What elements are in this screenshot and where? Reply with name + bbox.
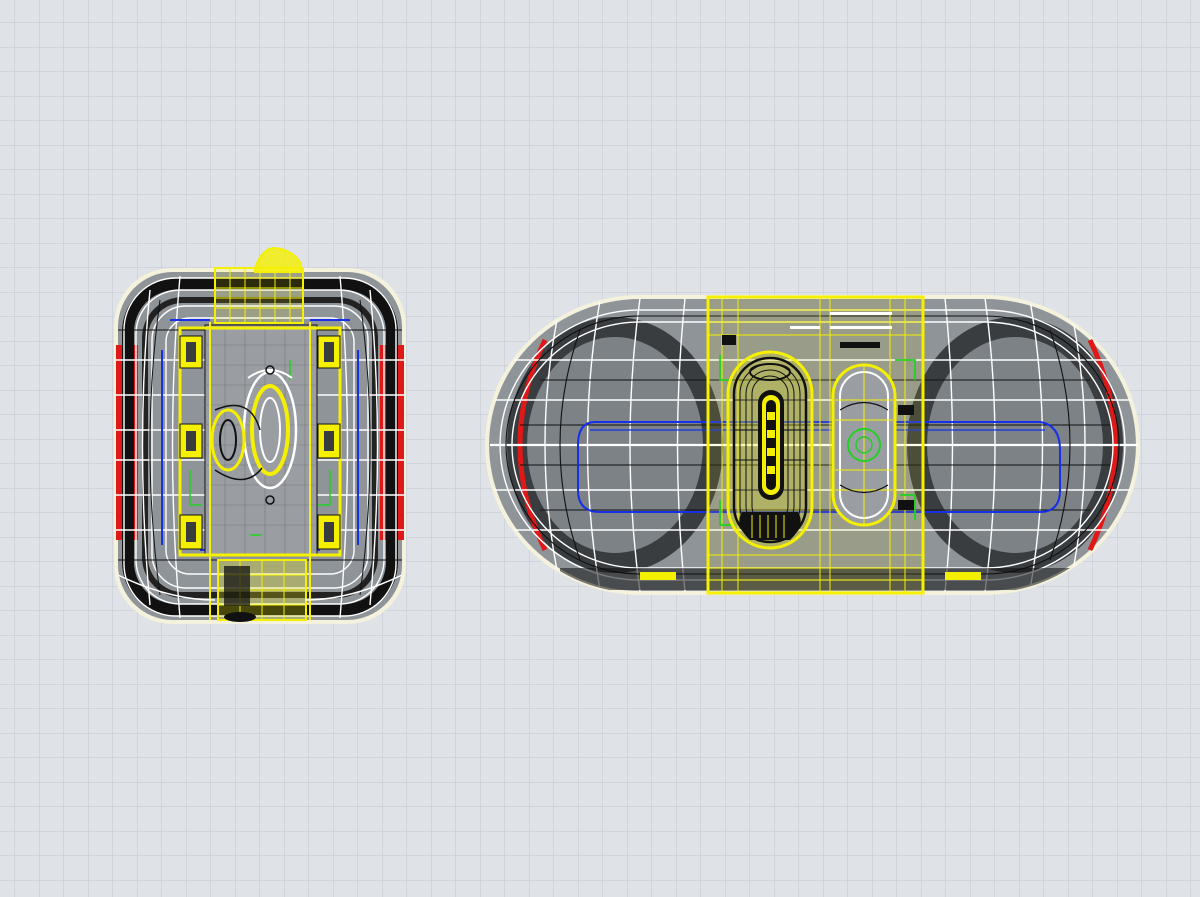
side-pod-base xyxy=(739,512,801,540)
end-view-wireframe[interactable] xyxy=(114,246,406,624)
side-blue-rail xyxy=(577,421,1061,513)
side-view-wireframe[interactable] xyxy=(485,295,1140,595)
end-yellow-bracket xyxy=(178,326,342,557)
